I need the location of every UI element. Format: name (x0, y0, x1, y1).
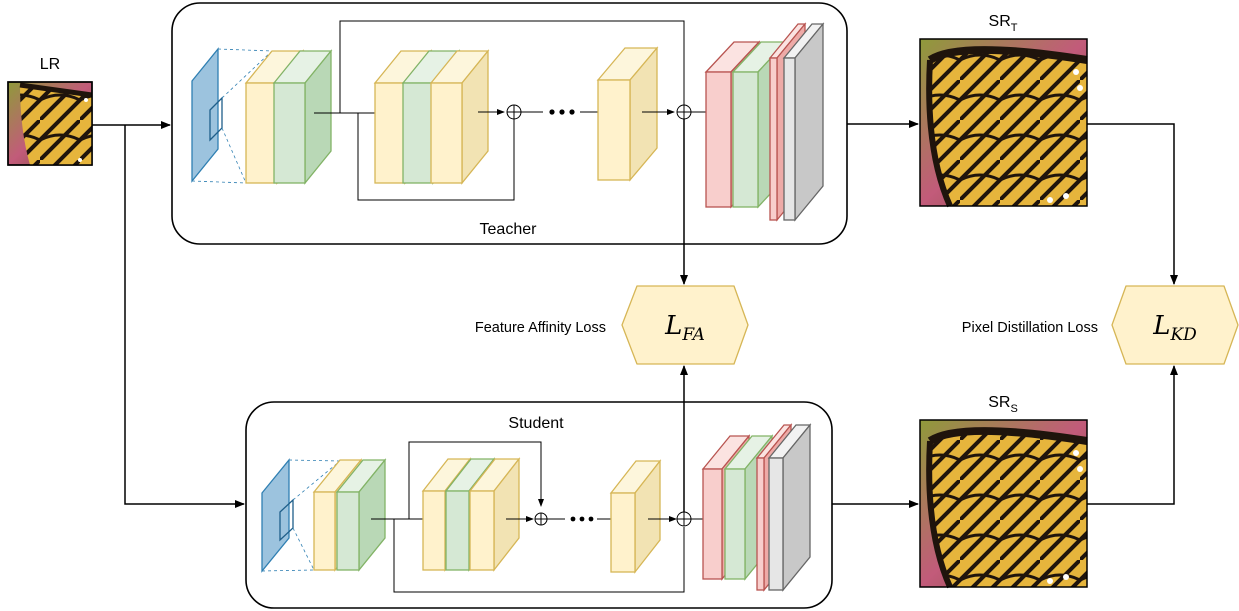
student-global-skip (393, 519, 685, 593)
lr-image (7, 81, 93, 166)
teacher-tail-gray-block (782, 22, 825, 222)
student-last-res-yellow-block (609, 459, 662, 574)
teacher-conv-layer (191, 47, 273, 184)
sr-teacher-image (919, 38, 1088, 208)
teacher-ellipsis-dots (549, 109, 575, 115)
sr-teacher-label: SRT (989, 13, 1018, 34)
student-head-green-block (335, 458, 387, 572)
teacher-global-skip (339, 20, 685, 113)
teacher-network: Teacher (171, 2, 848, 245)
pixel-distillation-loss-caption: Pixel Distillation Loss (962, 320, 1098, 336)
flow-arrows (92, 119, 1178, 512)
student-sum-node-1 (534, 512, 548, 526)
student-label: Student (508, 415, 564, 432)
teacher-res-yellow-block-2 (429, 49, 490, 185)
student-box (245, 401, 833, 609)
sr-student-image (919, 419, 1088, 589)
feature-affinity-loss-caption: Feature Affinity Loss (475, 320, 606, 336)
sr-student-label: SRS (988, 394, 1018, 415)
teacher-label: Teacher (480, 221, 538, 238)
student-residual-skip (408, 441, 544, 519)
srt-to-lkd-arrow (1087, 123, 1178, 285)
svg-text:LFA: LFA (664, 311, 705, 345)
student-conv-layer (261, 458, 341, 573)
lr-to-student-arrow (124, 125, 245, 508)
student-res-yellow-block-2 (468, 457, 521, 572)
teacher-last-res-yellow-block (596, 46, 659, 182)
student-sum-node-2 (676, 511, 692, 527)
svg-text:SRT: SRT (989, 13, 1018, 34)
lr-label: LR (40, 56, 60, 73)
pixel-distillation-loss-node: LKD (1111, 285, 1239, 365)
srs-to-lkd-arrow (1087, 365, 1178, 505)
student-tail-gray-block (767, 423, 812, 592)
teacher-sum-node-2 (676, 104, 692, 120)
student-network: Student (245, 401, 833, 609)
teacher-residual-skip (357, 112, 515, 201)
svg-text:LKD: LKD (1152, 311, 1197, 345)
feature-affinity-loss-node: LFA (621, 285, 749, 365)
student-ellipsis-dots (570, 516, 594, 522)
svg-text:SRS: SRS (988, 394, 1018, 415)
teacher-sum-node-1 (506, 104, 522, 120)
teacher-head-green-block (272, 49, 333, 185)
